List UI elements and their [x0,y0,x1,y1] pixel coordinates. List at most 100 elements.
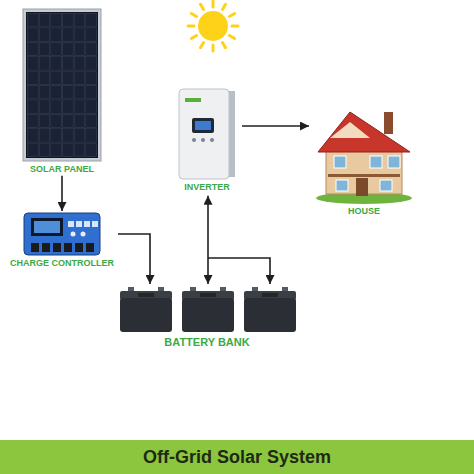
panel-cell [28,42,39,55]
panel-cell [39,42,50,55]
controller-terminal [75,243,83,252]
panel-cell [63,57,74,70]
diagram-title: Off-Grid Solar System [143,447,331,468]
house-window [388,156,400,168]
panel-cell [86,71,97,84]
panel-cell [28,129,39,142]
inverter-body [179,89,229,179]
sun-ray [212,1,215,7]
chimney [384,112,393,134]
sun-ray [191,14,196,17]
panel-cell [28,57,39,70]
panel-cell [74,129,85,142]
panel-cell [51,143,62,156]
charge-controller-illustration [23,212,101,256]
panel-cell [39,143,50,156]
flow-arrow [242,125,309,127]
sun-ray [229,36,234,39]
controller-terminal [53,243,61,252]
panel-cell [86,57,97,70]
sun-ray [188,25,194,28]
panel-cell [39,100,50,113]
controller-body [24,213,100,255]
house-porch [328,174,400,177]
solar-panel-illustration [22,8,102,162]
panel-cell [51,14,62,27]
inverter-illustration [176,88,238,180]
flow-arrow [207,196,209,284]
controller-terminal [31,243,39,252]
panel-cell [51,86,62,99]
sun-ray [201,4,204,9]
component-label: SOLAR PANEL [22,164,102,176]
controller-screen [31,218,63,236]
controller-icon [92,221,98,227]
flow-arrow [61,176,63,211]
component-label: BATTERY BANK [115,335,299,349]
panel-cell [63,42,74,55]
controller-terminal [64,243,72,252]
panel-cell [74,114,85,127]
panel-cell [28,100,39,113]
panel-cell [86,129,97,142]
inverter-button [201,138,205,142]
panel-cell [74,42,85,55]
panel-cell [63,143,74,156]
panel-cell [63,100,74,113]
panel-cell [51,28,62,41]
battery-body [182,298,234,332]
panel-cell [51,71,62,84]
panel-cell [86,14,97,27]
sun-ray [191,36,196,39]
battery-handle [138,293,154,297]
panel-cell [74,57,85,70]
inverter-display [195,121,211,130]
panel-cell [28,14,39,27]
solar-panel-node: SOLAR PANEL [18,8,106,176]
house-roof [318,112,410,152]
panel-cell [51,57,62,70]
panel-glass [26,12,98,158]
sun-ray [212,45,215,51]
controller-icon [84,221,90,227]
panel-cell [86,86,97,99]
controller-button [71,232,76,237]
panel-cell [86,114,97,127]
sun-disc [198,11,228,41]
panel-cell [86,28,97,41]
panel-cell [39,129,50,142]
panel-cell [74,28,85,41]
title-band: Off-Grid Solar System [0,440,474,474]
panel-cell [74,14,85,27]
controller-button [81,232,86,237]
house-gable [330,122,370,138]
house-illustration [314,104,414,204]
inverter-screen [192,118,214,133]
panel-cell [28,71,39,84]
charge-controller-node: CHARGE CONTROLLER [6,212,118,270]
panel-cell [39,86,50,99]
panel-cell [63,71,74,84]
branch-wire [208,258,270,284]
flow-arrow [118,234,150,284]
component-label: CHARGE CONTROLLER [10,258,114,270]
inverter-button [210,138,214,142]
panel-cell [63,86,74,99]
controller-terminal [86,243,94,252]
sun-ray [223,4,226,9]
battery-body [120,298,172,332]
panel-cell [28,86,39,99]
controller-terminal [42,243,50,252]
panel-cell [51,114,62,127]
component-label: INVERTER [176,182,238,194]
panel-cell [74,71,85,84]
panel-cell [51,100,62,113]
house-window [334,156,346,168]
panel-cell [63,14,74,27]
house-door [356,178,368,196]
panel-cell [74,100,85,113]
panel-cell [51,42,62,55]
sun-ray [201,42,204,47]
panel-cell [74,143,85,156]
